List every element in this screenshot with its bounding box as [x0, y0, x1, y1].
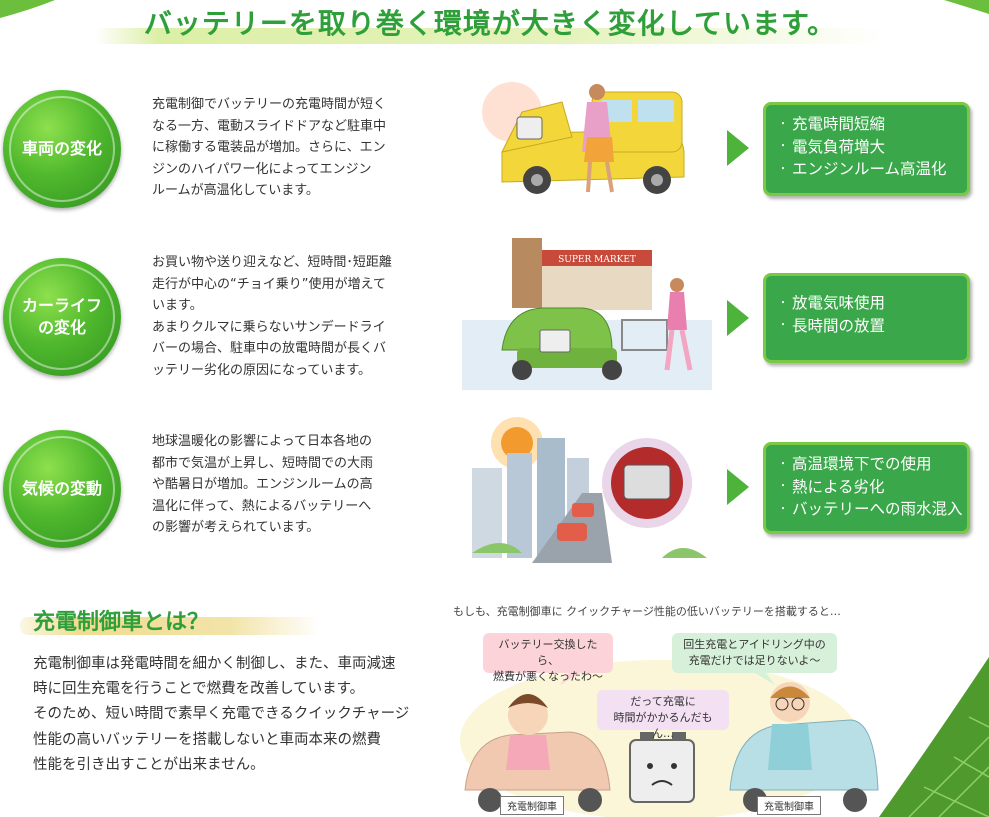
title-underline-brush	[95, 28, 885, 44]
point-item: ・充電時間短縮	[778, 115, 886, 133]
point-item: ・電気負荷増大	[778, 137, 886, 156]
description-vehicle-change: 充電制御でバッテリーの充電時間が短く なる一方、電動スライドドアなど駐車中 に稼…	[152, 97, 387, 198]
illustration-charge-control-cars	[460, 660, 879, 817]
badge-carlife-change: カーライフ の変化	[3, 258, 121, 376]
illustration-hot-city	[472, 417, 707, 563]
arrow-right-icon	[727, 300, 749, 336]
point-item: ・放電気味使用	[778, 294, 886, 312]
speech-bubble-woman: バッテリー交換したら、 燃費が悪くなったわ〜	[483, 633, 613, 683]
section-heading-brush	[20, 617, 320, 635]
car-label-left: 充電制御車	[500, 796, 564, 815]
badge-vehicle-change: 車両の変化	[3, 90, 121, 208]
corner-leaf-decoration	[0, 0, 55, 18]
illustration-caption: もしも、充電制御車に クイックチャージ性能の低いバッテリーを搭載すると…	[453, 605, 841, 618]
speech-bubble-battery: だって充電に 時間がかかるんだもん…	[597, 690, 729, 740]
description-carlife-change: お買い物や送り迎えなど、短時間･短距離 走行が中心の“チョイ乗り”使用が増えて …	[152, 255, 392, 378]
point-item: ・バッテリーへの雨水混入	[778, 500, 963, 518]
page-title-block: バッテリーを取り巻く環境が大きく変化しています。	[95, 2, 885, 46]
row-vehicle-change: 車両の変化 充電制御でバッテリーの充電時間が短く なる一方、電動スライドドアなど…	[0, 82, 989, 220]
illustration-car-engine-heat	[482, 82, 685, 194]
points-box-carlife-change: ・放電気味使用 ・長時間の放置	[763, 273, 970, 363]
corner-leaf-decoration-right	[944, 0, 989, 14]
points-box-vehicle-change: ・充電時間短縮 ・電気負荷増大 ・エンジンルーム高温化	[763, 102, 970, 196]
point-item: ・熱による劣化	[778, 477, 885, 496]
supermarket-sign: SUPER MARKET	[558, 255, 636, 265]
row-climate-change: 気候の変動 地球温暖化の影響によって日本各地の 都市で気温が上昇し、短時間での大…	[0, 417, 989, 567]
speech-bubble-man: 回生充電とアイドリング中の 充電だけでは足りないよ〜	[672, 633, 837, 673]
arrow-right-icon	[727, 130, 749, 166]
section-heading-block: 充電制御車とは？	[20, 600, 320, 636]
car-label-right: 充電制御車	[757, 796, 821, 815]
point-item: ・高温環境下での使用	[778, 455, 932, 473]
page-title: バッテリーを取り巻く環境が大きく変化しています。	[143, 7, 837, 40]
section-body: 充電制御車は発電時間を細かく制御し、また、車両減速 時に回生充電を行うことで燃費…	[33, 656, 410, 773]
point-item: ・長時間の放置	[778, 316, 886, 335]
illustration-supermarket-parking: SUPER MARKET	[462, 238, 712, 390]
badge-climate-change: 気候の変動	[3, 430, 121, 548]
arrow-right-icon	[727, 469, 749, 505]
points-box-climate-change: ・高温環境下での使用 ・熱による劣化 ・バッテリーへの雨水混入	[763, 442, 970, 534]
section-title: 充電制御車とは？	[33, 610, 210, 635]
row-carlife-change: カーライフ の変化 お買い物や送り迎えなど、短時間･短距離 走行が中心の“チョイ…	[0, 238, 989, 395]
description-climate-change: 地球温暖化の影響によって日本各地の 都市で気温が上昇し、短時間での大雨 や酷暑日…	[152, 434, 374, 535]
point-item: ・エンジンルーム高温化	[778, 160, 947, 178]
corner-pattern-decoration	[879, 657, 989, 817]
